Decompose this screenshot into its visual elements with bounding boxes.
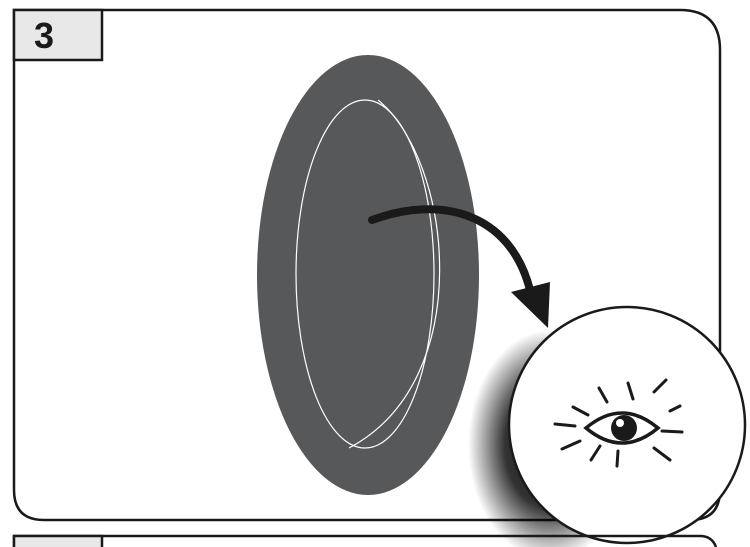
eye-inspect-callout	[509, 307, 745, 543]
step-number-box: 3	[14, 10, 102, 60]
step-number: 3	[34, 15, 54, 56]
lens-icon	[257, 55, 479, 495]
